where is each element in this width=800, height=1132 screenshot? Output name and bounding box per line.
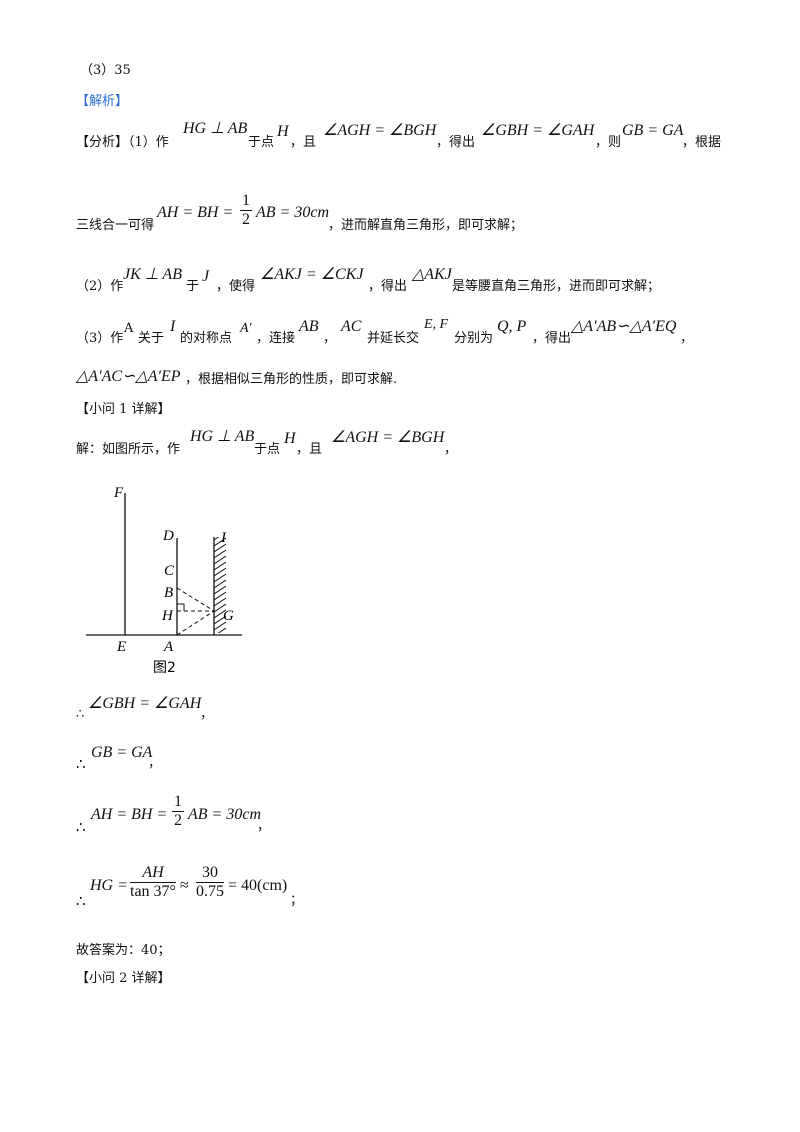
math-sim1: △A′AB∽△A′EQ: [571, 318, 677, 335]
figure-caption: 图2: [153, 660, 176, 676]
fraction-den: 2: [242, 211, 250, 228]
math-step3-left: AH = BH =: [91, 806, 168, 823]
fraction-den: 2: [174, 812, 182, 829]
label-e: E: [116, 639, 126, 655]
analysis-tag: 【解析】: [76, 94, 129, 109]
text-comma: ，: [680, 331, 694, 346]
text-comma: ，: [323, 331, 337, 346]
text-extend: 并延长交: [367, 331, 420, 346]
math-step4-left: HG =: [90, 877, 128, 894]
math-step4-right: = 40(cm): [228, 877, 288, 894]
text-get: ，得出: [532, 331, 572, 346]
math-angle-agh-bgh: ∠AGH = ∠BGH: [323, 122, 437, 139]
line2-suffix: ，进而解直角三角形，即可求解；: [328, 218, 524, 233]
math-h: H: [284, 430, 296, 447]
label-h: H: [161, 608, 174, 624]
solution-prefix: 解：如图所示，作: [76, 442, 181, 457]
answer-line: 故答案为：40；: [76, 943, 171, 958]
text-comma: ，: [444, 442, 458, 457]
text-comma: ，: [257, 819, 271, 834]
math-j: J: [202, 268, 210, 285]
line4-prefix: （3）作: [76, 331, 124, 346]
math-a: A: [124, 321, 134, 336]
math-angle-gbh-gah: ∠GBH = ∠GAH: [481, 122, 595, 139]
math-h: H: [277, 123, 289, 140]
therefore-symbol: ∴: [76, 892, 86, 910]
sub1-title: 【小问 1 详解】: [76, 402, 171, 417]
text-get: ，得出: [436, 135, 476, 150]
text-foot-at: 于点: [248, 135, 275, 150]
math-jk-perp-ab: JK ⊥ AB: [123, 266, 182, 283]
math-sim2: △A′AC∽△A′EP: [76, 368, 181, 385]
geometry-figure: F D I C B H G E A 图2: [86, 485, 242, 676]
fraction-den: 0.75: [196, 883, 224, 900]
text-semicolon: ；: [290, 893, 304, 908]
math-step2: GB = GA: [91, 744, 153, 761]
math-step1: ∠GBH = ∠GAH: [88, 695, 202, 712]
math-a-prime: A′: [240, 321, 252, 336]
dashed-ag: [176, 610, 215, 636]
fraction-30-075: 30 0.75: [194, 864, 226, 901]
label-f: F: [113, 485, 124, 501]
text-connect: ，连接: [256, 331, 296, 346]
math-ef: E, F: [424, 317, 449, 332]
math-i: I: [170, 318, 176, 335]
therefore-symbol: ∴: [76, 755, 86, 773]
text-then: ，则: [595, 135, 622, 150]
wall-hatching: [214, 537, 226, 633]
item3-answer: （3）35: [80, 63, 131, 78]
math-step3-right: AB = 30cm: [188, 806, 261, 823]
fraction-num: AH: [130, 864, 176, 883]
text-basis: ，根据: [682, 135, 722, 150]
fraction-num: 1: [240, 192, 252, 211]
label-i: I: [220, 530, 227, 546]
label-g: G: [223, 608, 234, 624]
math-hg-perp-ab: HG ⊥ AB: [183, 120, 248, 137]
math-qp: Q, P: [497, 318, 527, 335]
math-ab-30: AB = 30cm: [256, 204, 329, 221]
text-resp: 分别为: [454, 331, 494, 346]
fraction-den: tan 37°: [130, 883, 176, 900]
dashed-bg: [176, 587, 215, 612]
math-gb-ga: GB = GA: [622, 122, 684, 139]
math-ab: AB: [299, 318, 319, 335]
math-angle-akj: ∠AKJ = ∠CKJ: [260, 266, 364, 283]
line3-prefix: （2）作: [76, 279, 124, 294]
fraction-ah-tan: AH tan 37°: [128, 864, 178, 901]
text-and: ，且: [296, 442, 323, 457]
therefore-symbol: ∴: [76, 707, 85, 722]
analysis-head: 【分析】（1）作: [76, 135, 169, 150]
math-tri-akj: △AKJ: [412, 266, 452, 283]
label-d: D: [162, 528, 174, 544]
line5-suffix: ，根据相似三角形的性质，即可求解.: [185, 372, 398, 387]
text-yu: 于: [186, 279, 200, 294]
line3-suffix: 是等腰直角三角形，进而即可求解；: [452, 279, 661, 294]
label-b: B: [164, 585, 173, 601]
label-c: C: [164, 563, 175, 579]
text-about: 关于: [138, 331, 165, 346]
fraction-half: 1 2: [170, 793, 186, 830]
text-foot: 于点: [254, 442, 281, 457]
text-comma: ，: [200, 707, 214, 722]
math-hg-perp: HG ⊥ AB: [190, 428, 255, 445]
math-ah-bh: AH = BH =: [157, 204, 234, 221]
fraction-num: 1: [172, 793, 184, 812]
fraction-half: 1 2: [238, 192, 254, 229]
sub2-title: 【小问 2 详解】: [76, 971, 171, 986]
therefore-symbol: ∴: [76, 818, 86, 836]
label-a: A: [163, 639, 174, 655]
text-comma: ，: [148, 756, 162, 771]
text-get: ，得出: [368, 279, 408, 294]
text-make: ，使得: [216, 279, 256, 294]
math-approx: ≈: [180, 877, 189, 894]
math-angle: ∠AGH = ∠BGH: [331, 429, 445, 446]
math-ac: AC: [341, 318, 362, 335]
line2-prefix: 三线合一可得: [76, 218, 155, 233]
fraction-num: 30: [196, 864, 224, 883]
text-sym: 的对称点: [180, 331, 233, 346]
text-and: ，且: [290, 135, 317, 150]
right-angle-mark: [177, 603, 185, 611]
